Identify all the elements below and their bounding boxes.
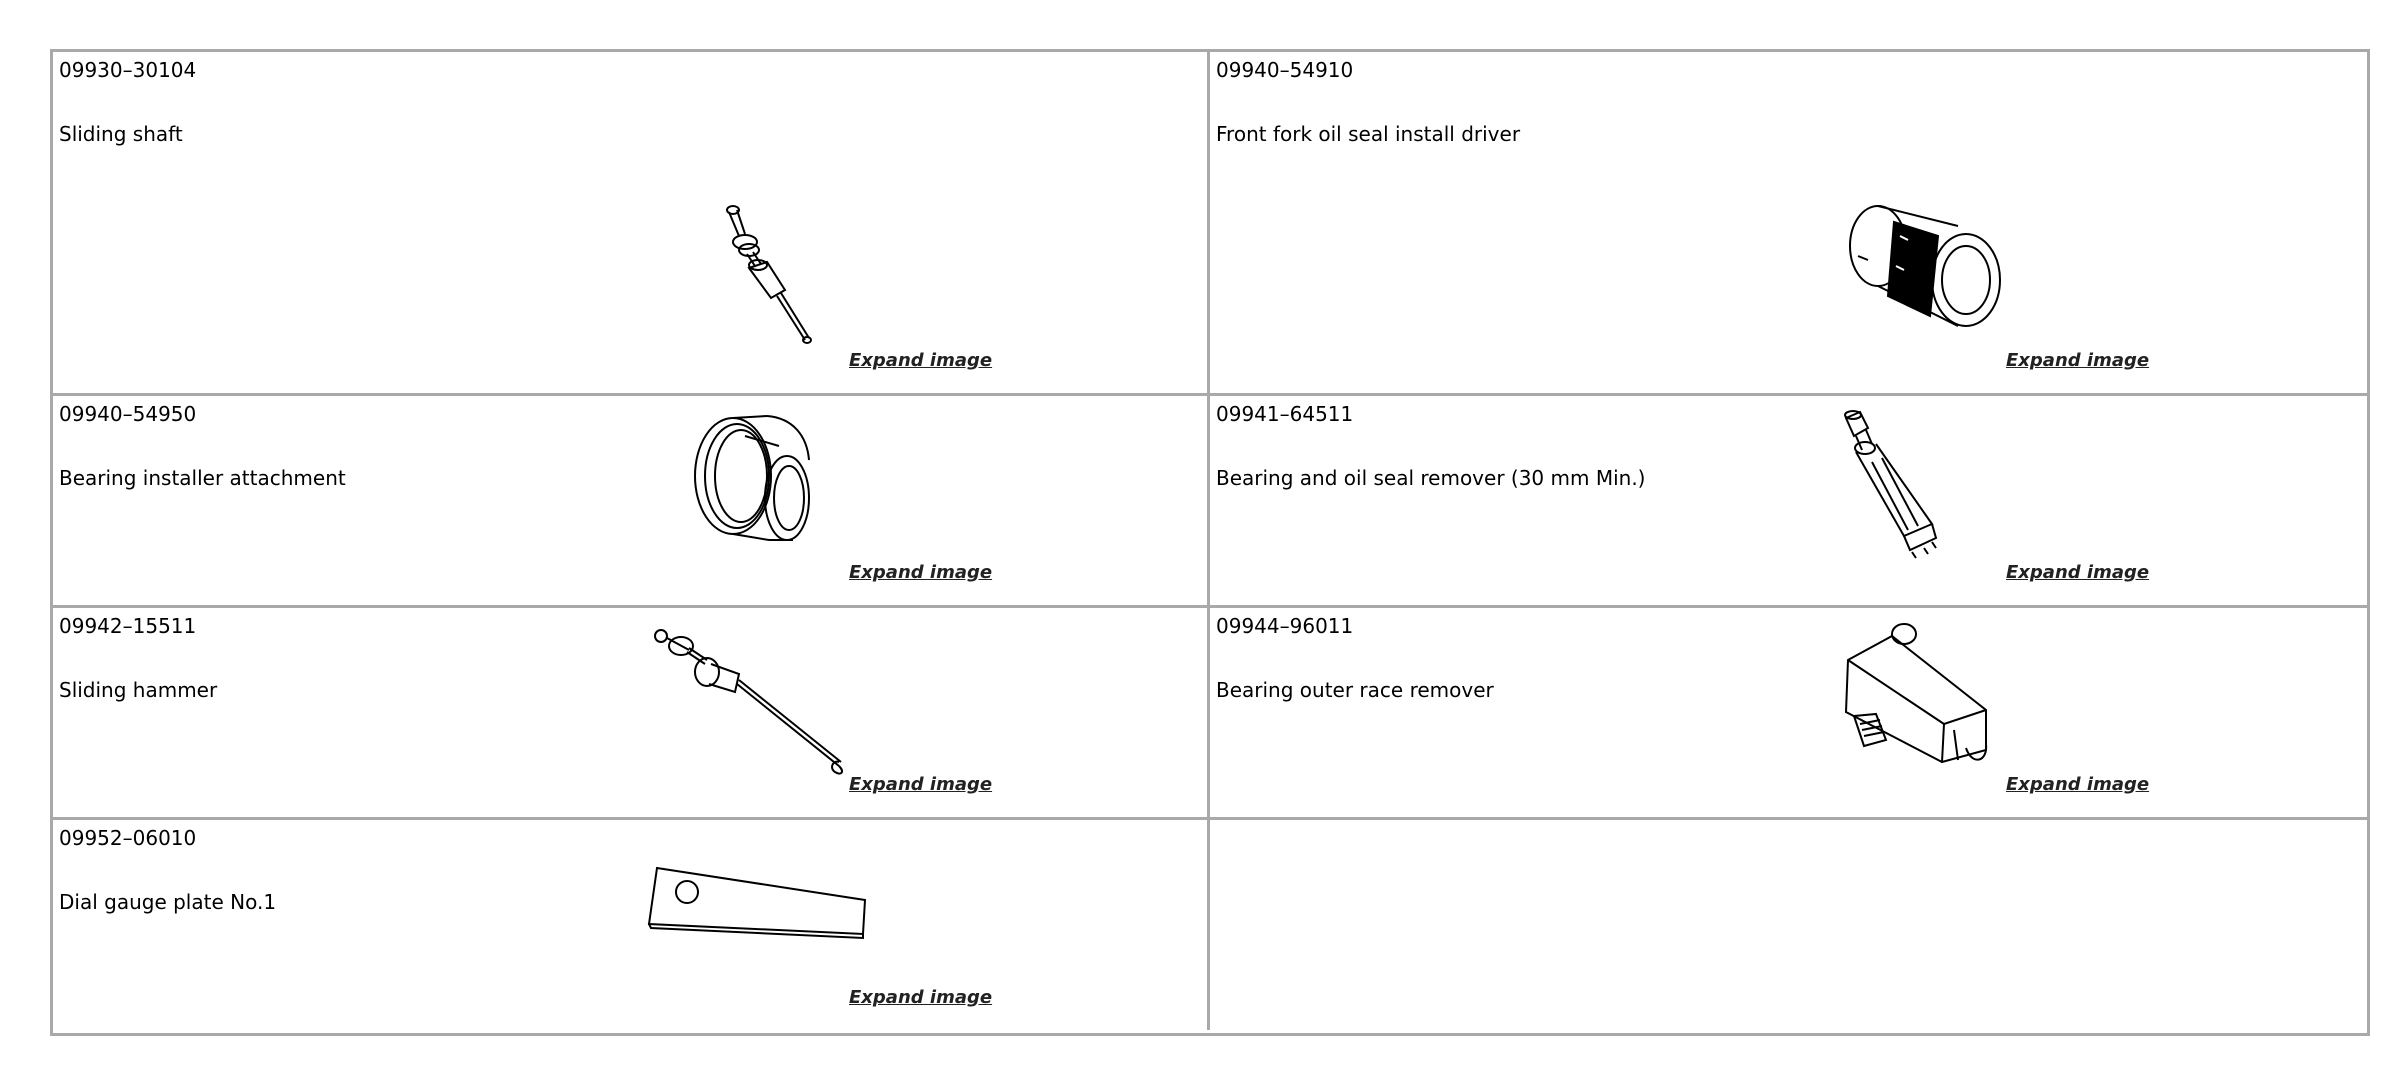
tool-cell: 09944–96011 Bearing outer race remover E… [1210, 608, 2367, 820]
sliding-hammer-illustration[interactable] [649, 616, 849, 776]
tool-name: Bearing installer attachment [59, 466, 346, 490]
tool-cell: 09940–54910 Front fork oil seal install … [1210, 52, 2367, 396]
part-number: 09940–54910 [1216, 58, 1354, 82]
tool-cell: 09952–06010 Dial gauge plate No.1 Expand… [53, 820, 1210, 1030]
part-number: 09940–54950 [59, 402, 197, 426]
tool-cell: 09940–54950 Bearing installer attachment… [53, 396, 1210, 608]
expand-image-link[interactable]: Expand image [2006, 562, 2150, 583]
expand-image-link[interactable]: Expand image [849, 562, 993, 583]
bearing-remover-illustration[interactable] [1832, 406, 1982, 561]
tool-name: Sliding shaft [59, 122, 183, 146]
part-number: 09952–06010 [59, 826, 197, 850]
part-number: 09941–64511 [1216, 402, 1354, 426]
bearing-installer-illustration[interactable] [683, 406, 843, 556]
tool-name: Front fork oil seal install driver [1216, 122, 1521, 146]
tool-name: Dial gauge plate No.1 [59, 890, 277, 914]
expand-image-link[interactable]: Expand image [849, 774, 993, 795]
tool-name: Bearing and oil seal remover (30 mm Min.… [1216, 466, 1646, 490]
dial-gauge-plate-illustration[interactable] [645, 862, 871, 946]
expand-image-link[interactable]: Expand image [2006, 350, 2150, 371]
outer-race-remover-illustration[interactable] [1836, 620, 2006, 770]
special-tools-table: 09930–30104 Sliding shaft Expand image 0… [50, 49, 2370, 1036]
expand-image-link[interactable]: Expand image [2006, 774, 2150, 795]
expand-image-link[interactable]: Expand image [849, 350, 993, 371]
part-number: 09930–30104 [59, 58, 197, 82]
part-number: 09944–96011 [1216, 614, 1354, 638]
tool-cell: 09930–30104 Sliding shaft Expand image [53, 52, 1210, 396]
tool-cell: 09942–15511 Sliding hammer Expand image [53, 608, 1210, 820]
expand-image-link[interactable]: Expand image [849, 987, 993, 1008]
tool-name: Bearing outer race remover [1216, 678, 1494, 702]
sliding-shaft-illustration[interactable] [689, 202, 869, 352]
oil-seal-driver-illustration[interactable] [1838, 196, 2008, 346]
tool-cell: 09941–64511 Bearing and oil seal remover… [1210, 396, 2367, 608]
tool-name: Sliding hammer [59, 678, 218, 702]
empty-cell [1210, 820, 2367, 1030]
part-number: 09942–15511 [59, 614, 197, 638]
